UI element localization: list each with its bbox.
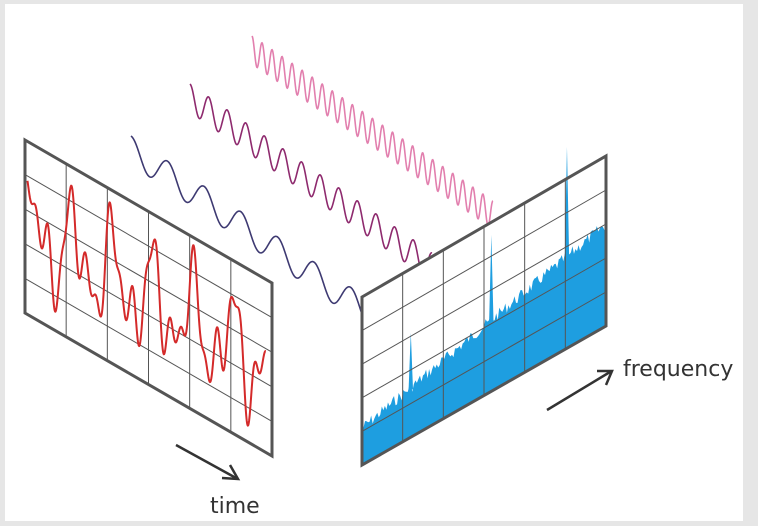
frequency-panel-border: [360, 153, 608, 468]
low-frequency-component: [130, 135, 370, 329]
frequency-axis-label: frequency: [623, 357, 733, 382]
spectrum-peak-mid-frequency-component: [489, 234, 494, 323]
frequency-arrow: [546, 369, 614, 412]
time-arrow: [175, 443, 241, 481]
frequency-panel-grid: [361, 179, 607, 442]
frequency-arrow-shaft: [546, 370, 611, 412]
frequency-panel-gridline-horizontal: [361, 257, 607, 399]
frequency-panel-gridline-horizontal: [361, 291, 607, 432]
time-panel-gridline-horizontal: [24, 174, 273, 319]
time-arrow-shaft: [175, 443, 237, 480]
time-panel-border: [23, 137, 274, 459]
time-panel-gridline-horizontal: [24, 243, 273, 388]
spectrum-peak-low-frequency-component: [408, 332, 413, 390]
high-frequency-component: [251, 35, 494, 227]
time-axis-label: time: [210, 494, 260, 519]
spectrum-peaks: [408, 146, 570, 390]
mid-frequency-component: [189, 83, 433, 276]
time-domain-signal: [26, 180, 267, 427]
frequency-arrow-head: [597, 369, 614, 386]
frequency-panel-gridline-horizontal: [361, 223, 607, 365]
frequency-panel-gridline-horizontal: [361, 189, 607, 332]
time-panel-gridline-horizontal: [24, 277, 273, 422]
frequency-domain-panel: [360, 146, 608, 468]
time-domain-panel: [23, 137, 274, 459]
spectrum-peak-high-frequency-component: [564, 146, 570, 259]
time-arrow-head: [221, 464, 241, 481]
sine-components: [130, 35, 494, 329]
